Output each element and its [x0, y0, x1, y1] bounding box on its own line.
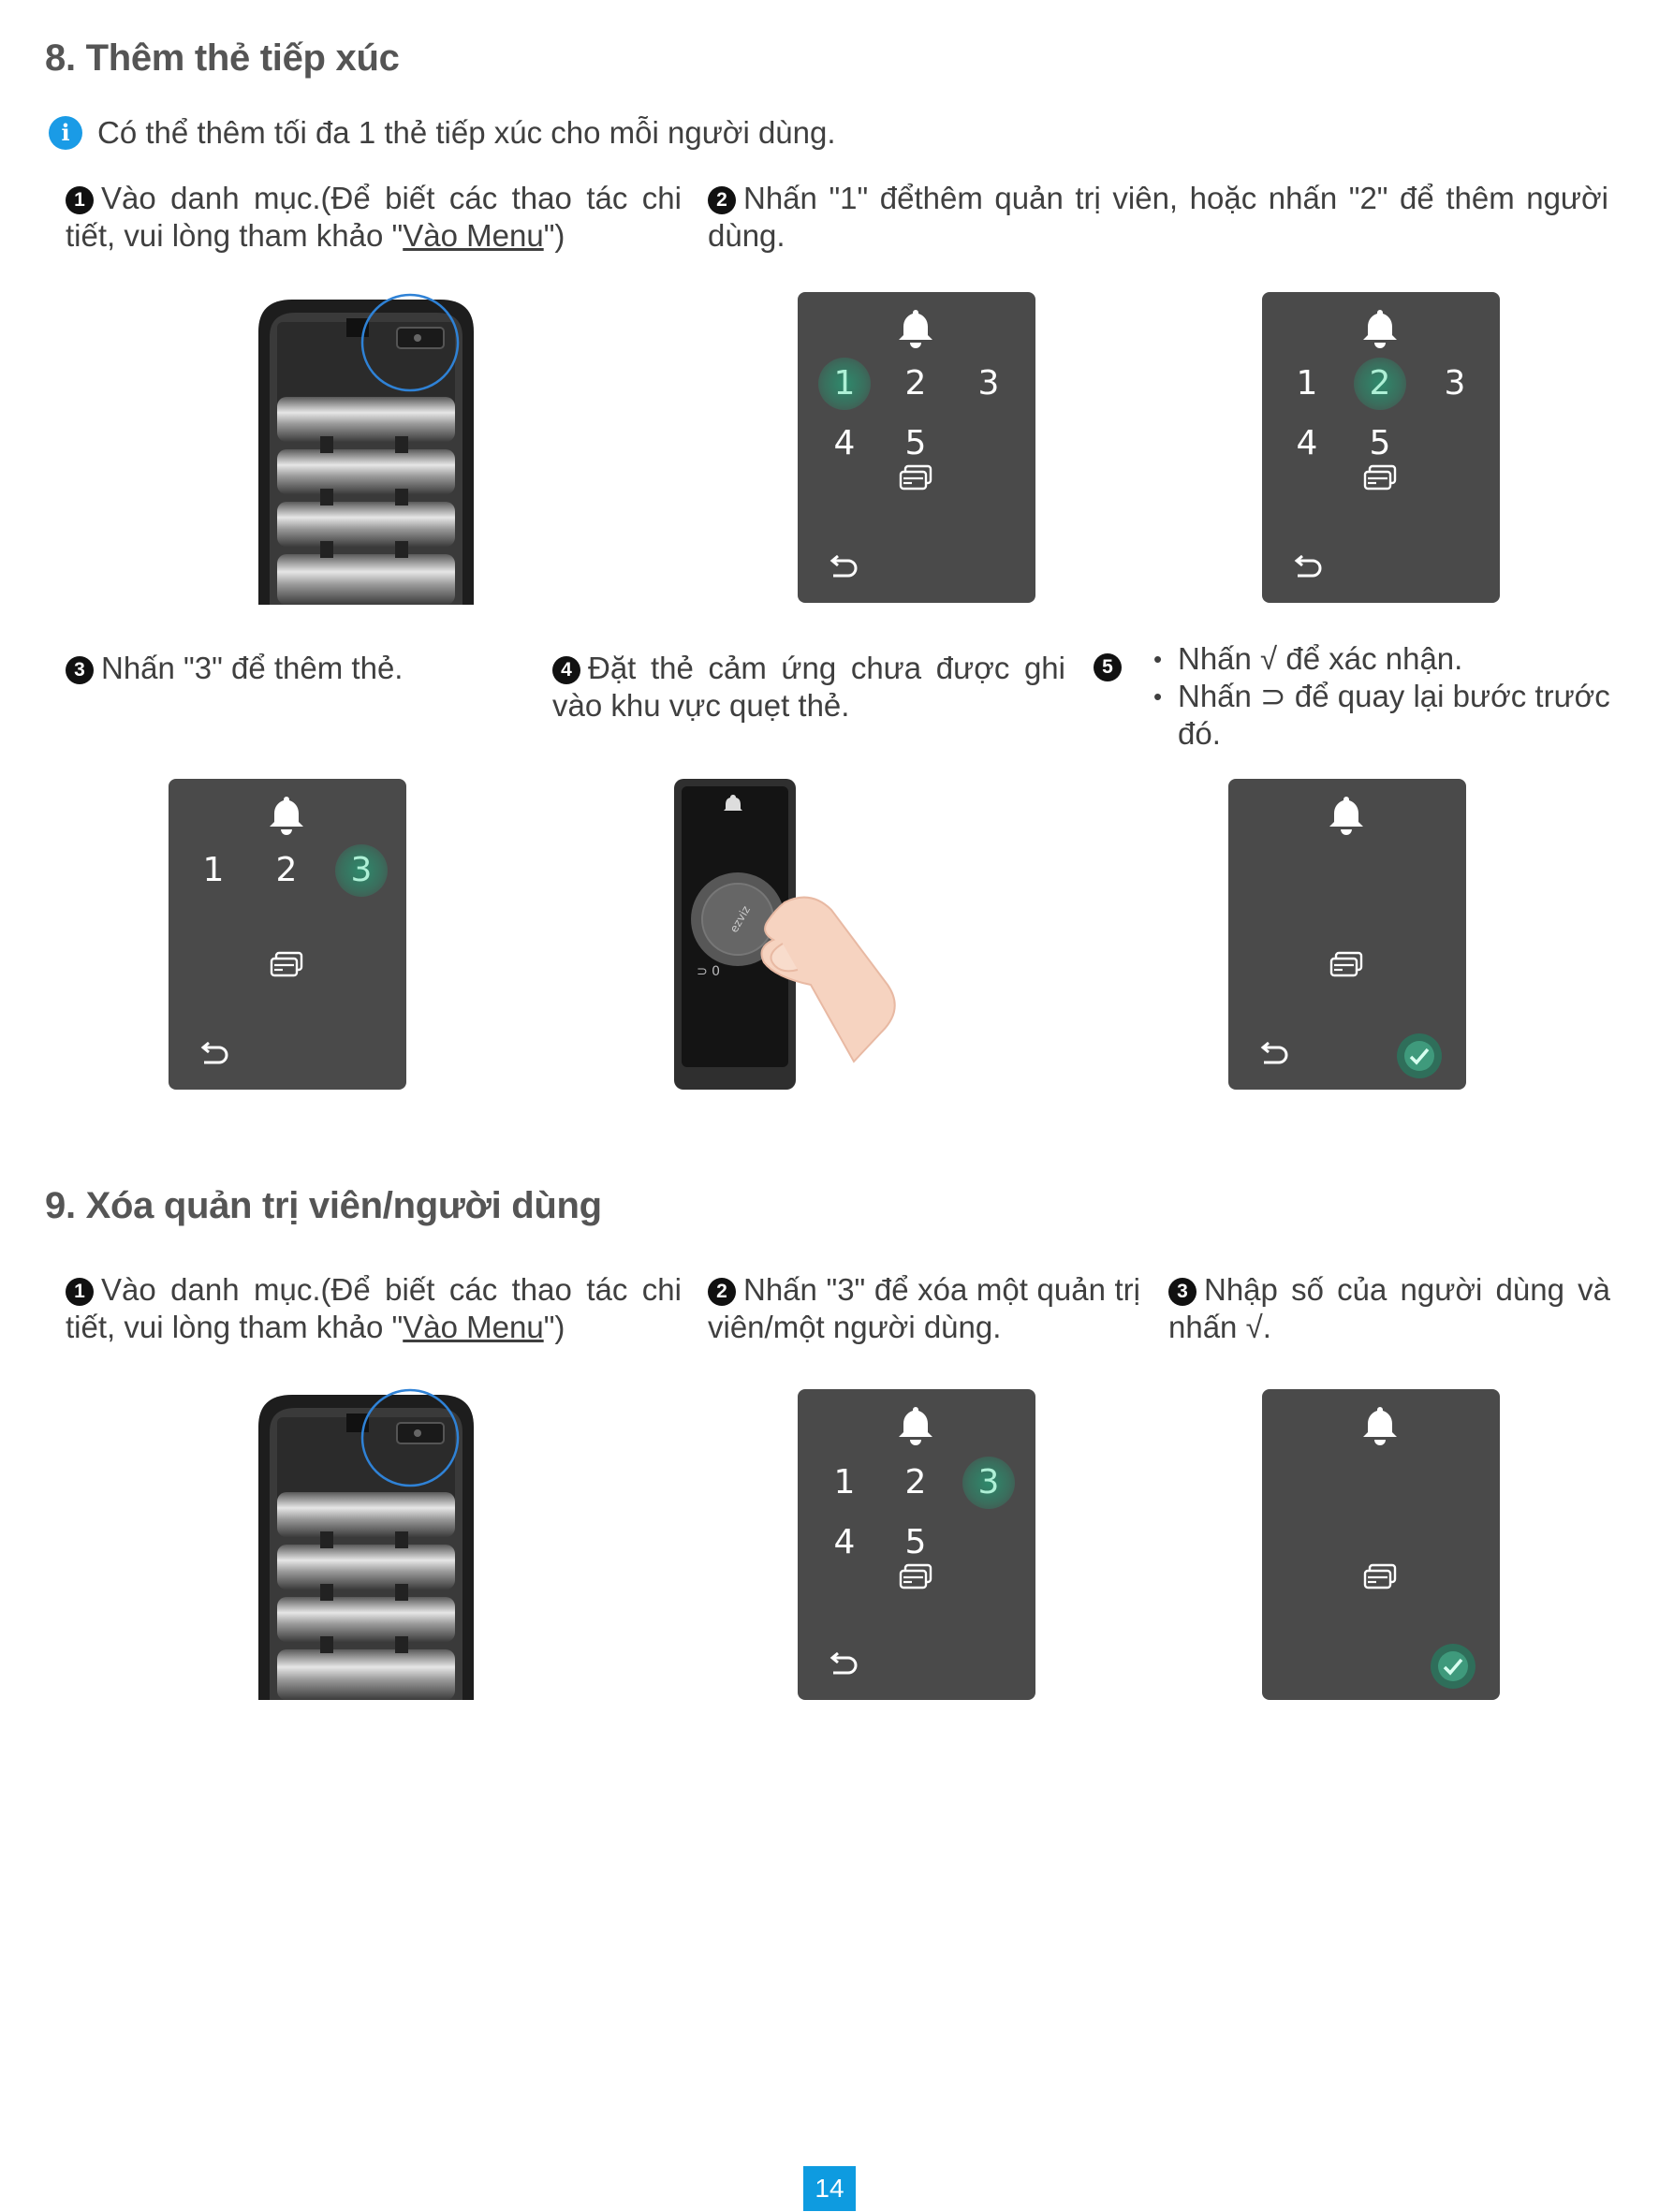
key-2[interactable]: 2	[904, 364, 927, 403]
back-icon[interactable]	[1294, 554, 1324, 582]
key-1[interactable]: 1	[818, 358, 871, 410]
card-icon	[899, 464, 932, 491]
key-2[interactable]: 2	[1354, 358, 1406, 410]
key-3[interactable]: 3	[977, 364, 1000, 403]
s9-step1-text-b: ")	[543, 1310, 565, 1344]
info-icon: i	[49, 116, 82, 150]
key-4[interactable]: 4	[833, 424, 856, 462]
menu-link[interactable]: Vào Menu	[403, 1310, 544, 1344]
card-swipe-image: ⊃ 0 ezviz	[674, 779, 896, 1090]
section9-title: 9. Xóa quản trị viên/người dùng	[45, 1185, 602, 1226]
s8-step2-text: Nhấn "1" đểthêm quản trị viên, hoặc nhấn…	[708, 181, 1608, 253]
step-number: 3	[1168, 1278, 1197, 1306]
step-number: 3	[66, 656, 94, 684]
key-3[interactable]: 3	[335, 844, 388, 897]
s8-step5-number: 5	[1094, 653, 1129, 681]
back-icon[interactable]	[200, 1041, 230, 1069]
step-number: 2	[708, 1278, 736, 1306]
step-number: 4	[552, 656, 580, 684]
menu-link[interactable]: Vào Menu	[403, 218, 544, 253]
card-icon	[1363, 464, 1397, 491]
menu-button-highlight	[360, 293, 460, 392]
key-3[interactable]: 3	[962, 1457, 1015, 1509]
bell-icon	[897, 1404, 934, 1445]
back-icon[interactable]	[830, 554, 859, 582]
s9-step3-text: Nhập số của người dùng và nhấn √.	[1168, 1272, 1610, 1344]
back-icon[interactable]	[830, 1651, 859, 1679]
key-4[interactable]: 4	[833, 1523, 856, 1561]
bell-icon	[1361, 1404, 1399, 1445]
s8-step5-bullet2: Nhấn ⊃ để quay lại bước trước đó.	[1153, 678, 1612, 753]
step-number: 1	[66, 186, 94, 214]
key-3[interactable]: 3	[1444, 364, 1466, 403]
bell-icon	[897, 307, 934, 348]
key-5[interactable]: 5	[904, 1523, 927, 1561]
keypad-panel	[1262, 1389, 1500, 1700]
key-1[interactable]: 1	[1296, 364, 1318, 403]
bell-icon	[1328, 794, 1365, 835]
check-icon[interactable]	[1395, 1032, 1444, 1080]
keypad-panel: 1 2 3	[169, 779, 406, 1090]
key-5[interactable]: 5	[904, 424, 927, 462]
s8-step4-text: Đặt thẻ cảm ứng chưa được ghi vào khu vự…	[552, 651, 1065, 723]
keypad-panel: 1 2 3 4 5	[1262, 292, 1500, 603]
check-icon[interactable]	[1429, 1642, 1477, 1691]
s8-step5-list: Nhấn √ để xác nhận. Nhấn ⊃ để quay lại b…	[1153, 640, 1612, 753]
keypad-panel: 1 2 3 4 5	[798, 292, 1035, 603]
bell-icon	[268, 794, 305, 835]
s8-step1-text-b: ")	[543, 218, 565, 253]
s9-step2-text: Nhấn "3" để xóa một quản trị viên/một ng…	[708, 1272, 1140, 1344]
key-1[interactable]: 1	[833, 1463, 856, 1502]
card-icon	[1363, 1563, 1397, 1589]
menu-button-highlight	[360, 1388, 460, 1487]
s8-step5-bullet1: Nhấn √ để xác nhận.	[1153, 640, 1612, 678]
back-icon[interactable]	[1260, 1041, 1290, 1069]
keypad-panel	[1228, 779, 1466, 1090]
card-icon	[899, 1563, 932, 1589]
key-2[interactable]: 2	[275, 851, 298, 889]
step-number: 1	[66, 1278, 94, 1306]
s8-step3-text: Nhấn "3" để thêm thẻ.	[101, 651, 404, 685]
key-5[interactable]: 5	[1369, 424, 1391, 462]
keypad-panel: 1 2 3 4 5	[798, 1389, 1035, 1700]
section8-title: 8. Thêm thẻ tiếp xúc	[45, 37, 400, 79]
s9-step1-text-a: Vào danh mục.(Để biết các thao tác chi t…	[66, 1272, 682, 1344]
step-number: 2	[708, 186, 736, 214]
page-number: 14	[803, 2166, 856, 2211]
step-number: 5	[1094, 653, 1122, 681]
key-4[interactable]: 4	[1296, 424, 1318, 462]
section8-note: Có thể thêm tối đa 1 thẻ tiếp xúc cho mỗ…	[97, 115, 836, 150]
s8-step1-text-a: Vào danh mục.(Để biết các thao tác chi t…	[66, 181, 682, 253]
svg-text:⊃ 0: ⊃ 0	[697, 964, 720, 979]
key-2[interactable]: 2	[904, 1463, 927, 1502]
card-icon	[1329, 951, 1363, 977]
card-icon	[270, 951, 303, 977]
bell-icon	[1361, 307, 1399, 348]
key-1[interactable]: 1	[202, 851, 225, 889]
